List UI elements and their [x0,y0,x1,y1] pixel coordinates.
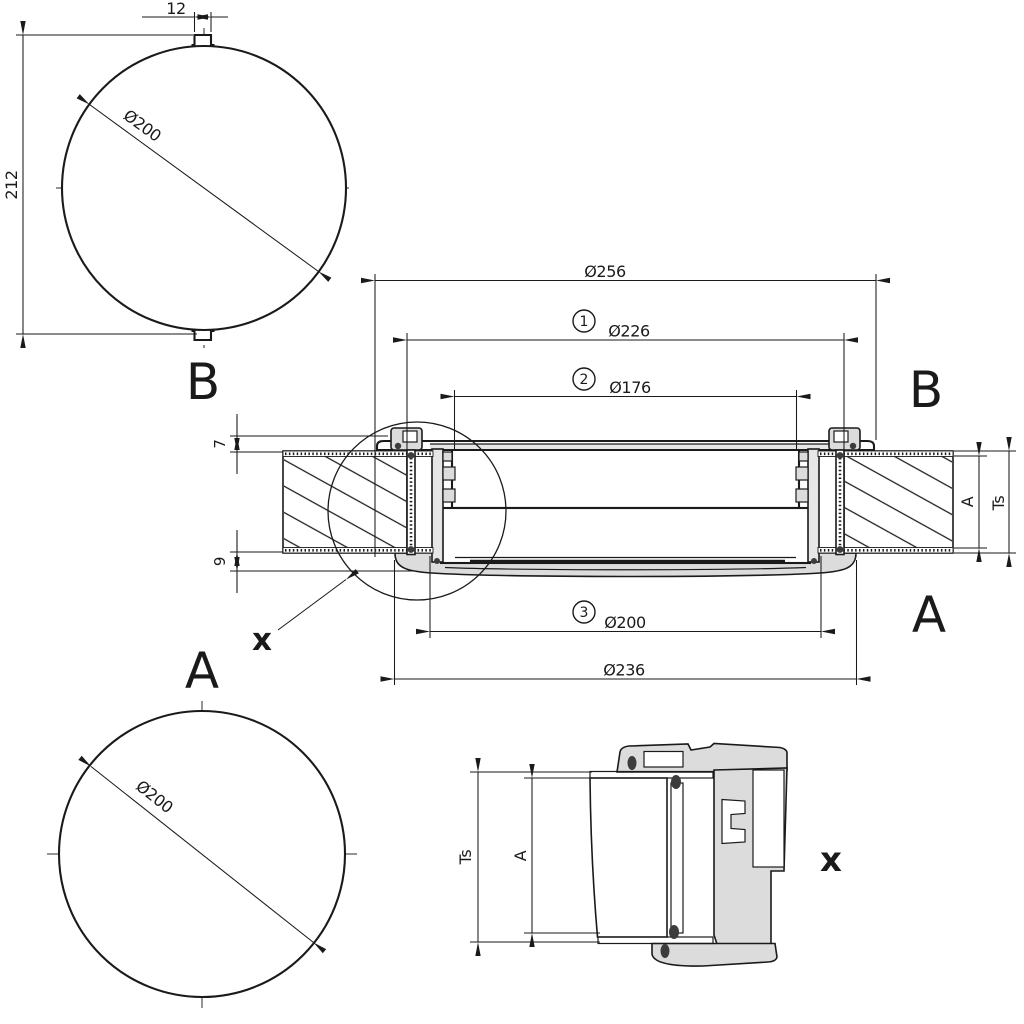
view-a-title: A [185,642,219,700]
dim-256-label: Ø256 [584,262,626,281]
detail-seal-3 [669,925,679,939]
bottom-tab-notch [191,329,215,342]
dim-236-label: Ø236 [603,661,645,680]
dim-notch-label: 12 [166,0,186,18]
dim-a-label: A [958,496,977,507]
detail-dim-a-label: A [511,850,530,861]
wall-panel-right [843,450,954,554]
wall-seal-top-left [407,452,415,459]
skirt-seal-right [811,558,817,564]
dim-a-section: A [954,442,987,562]
detail-body-recess [752,769,785,868]
detail-circle-x [327,421,507,601]
detail-marker-label: x [252,622,272,658]
dim-176: 2 Ø176 [440,367,811,449]
dim-226-label: Ø226 [608,322,650,341]
dim-height-label: 212 [2,170,21,199]
detail-skirt [651,942,778,967]
window-ring-upper [450,447,801,510]
section-label-b: B [909,361,943,419]
detail-dim-ts-label: Ts [456,850,475,866]
section-view [282,421,954,601]
dim-7-label: 7 [211,439,229,448]
detail-x-title: x [820,840,842,880]
frame-profile-right [795,448,820,563]
dim-200: 3 Ø200 [416,556,835,638]
wall-seal-bottom-right [836,546,844,553]
detail-clip-teeth [721,798,746,845]
dim-ts-label: Ts [989,496,1008,512]
section-dimensions: Ø256 1 Ø226 2 Ø176 3 Ø200 [211,262,1016,685]
balloon-1: 1 [580,314,589,330]
balloon-2: 2 [580,372,589,388]
view-a: Ø200 A [47,642,357,1008]
cover-plate-underside [430,444,838,449]
skirt-seal-left [434,558,440,564]
latch-right-seal [849,442,857,450]
top-tab-notch [191,33,215,47]
dim-notch-12: 12 [142,0,228,32]
window-ring-lower [439,506,812,565]
wall-seal-bottom-left [407,546,415,553]
dim-176-label: Ø176 [609,378,651,397]
wall-seal-top-right [836,452,844,459]
dim-9-label: 9 [211,557,229,566]
dim-9: 9 [211,530,413,593]
dim-height-212: 212 [2,21,197,348]
frame-tube-wall-left [406,449,416,556]
dim-ts-section: Ts [954,437,1016,567]
dim-236: Ø236 [380,560,871,685]
balloon-1-circle [572,309,596,333]
wall-panel-right-hatch [845,456,952,548]
detail-lid-notch [643,750,684,768]
section-label-a: A [912,586,946,644]
skirt-inner-curve [444,566,807,571]
detail-seal-2 [671,775,681,789]
detail-x-view: Ts A x [456,742,842,967]
dim-200-label: Ø200 [604,613,646,632]
detail-lid-top [616,742,788,773]
view-b: 12 212 Ø200 B [2,0,352,411]
wall-panel-left-hatch [284,456,406,548]
frame-tube-wall-right [835,449,845,556]
dim-7: 7 [211,414,388,474]
view-b-title: B [186,353,220,411]
latch-left-seal [394,442,402,450]
balloon-2-circle [572,367,596,391]
balloon-3: 3 [580,605,589,621]
detail-seal-4 [660,944,670,958]
detail-dim-a: A [511,764,600,947]
balloon-3-circle [572,600,596,624]
dim-226: 1 Ø226 [393,309,858,554]
wall-panel-left [282,450,408,554]
detail-seal-1 [627,756,637,770]
detail-core-hatch [589,777,668,938]
detail-leader-x: x [252,568,359,658]
dim-256: Ø256 [361,262,890,557]
